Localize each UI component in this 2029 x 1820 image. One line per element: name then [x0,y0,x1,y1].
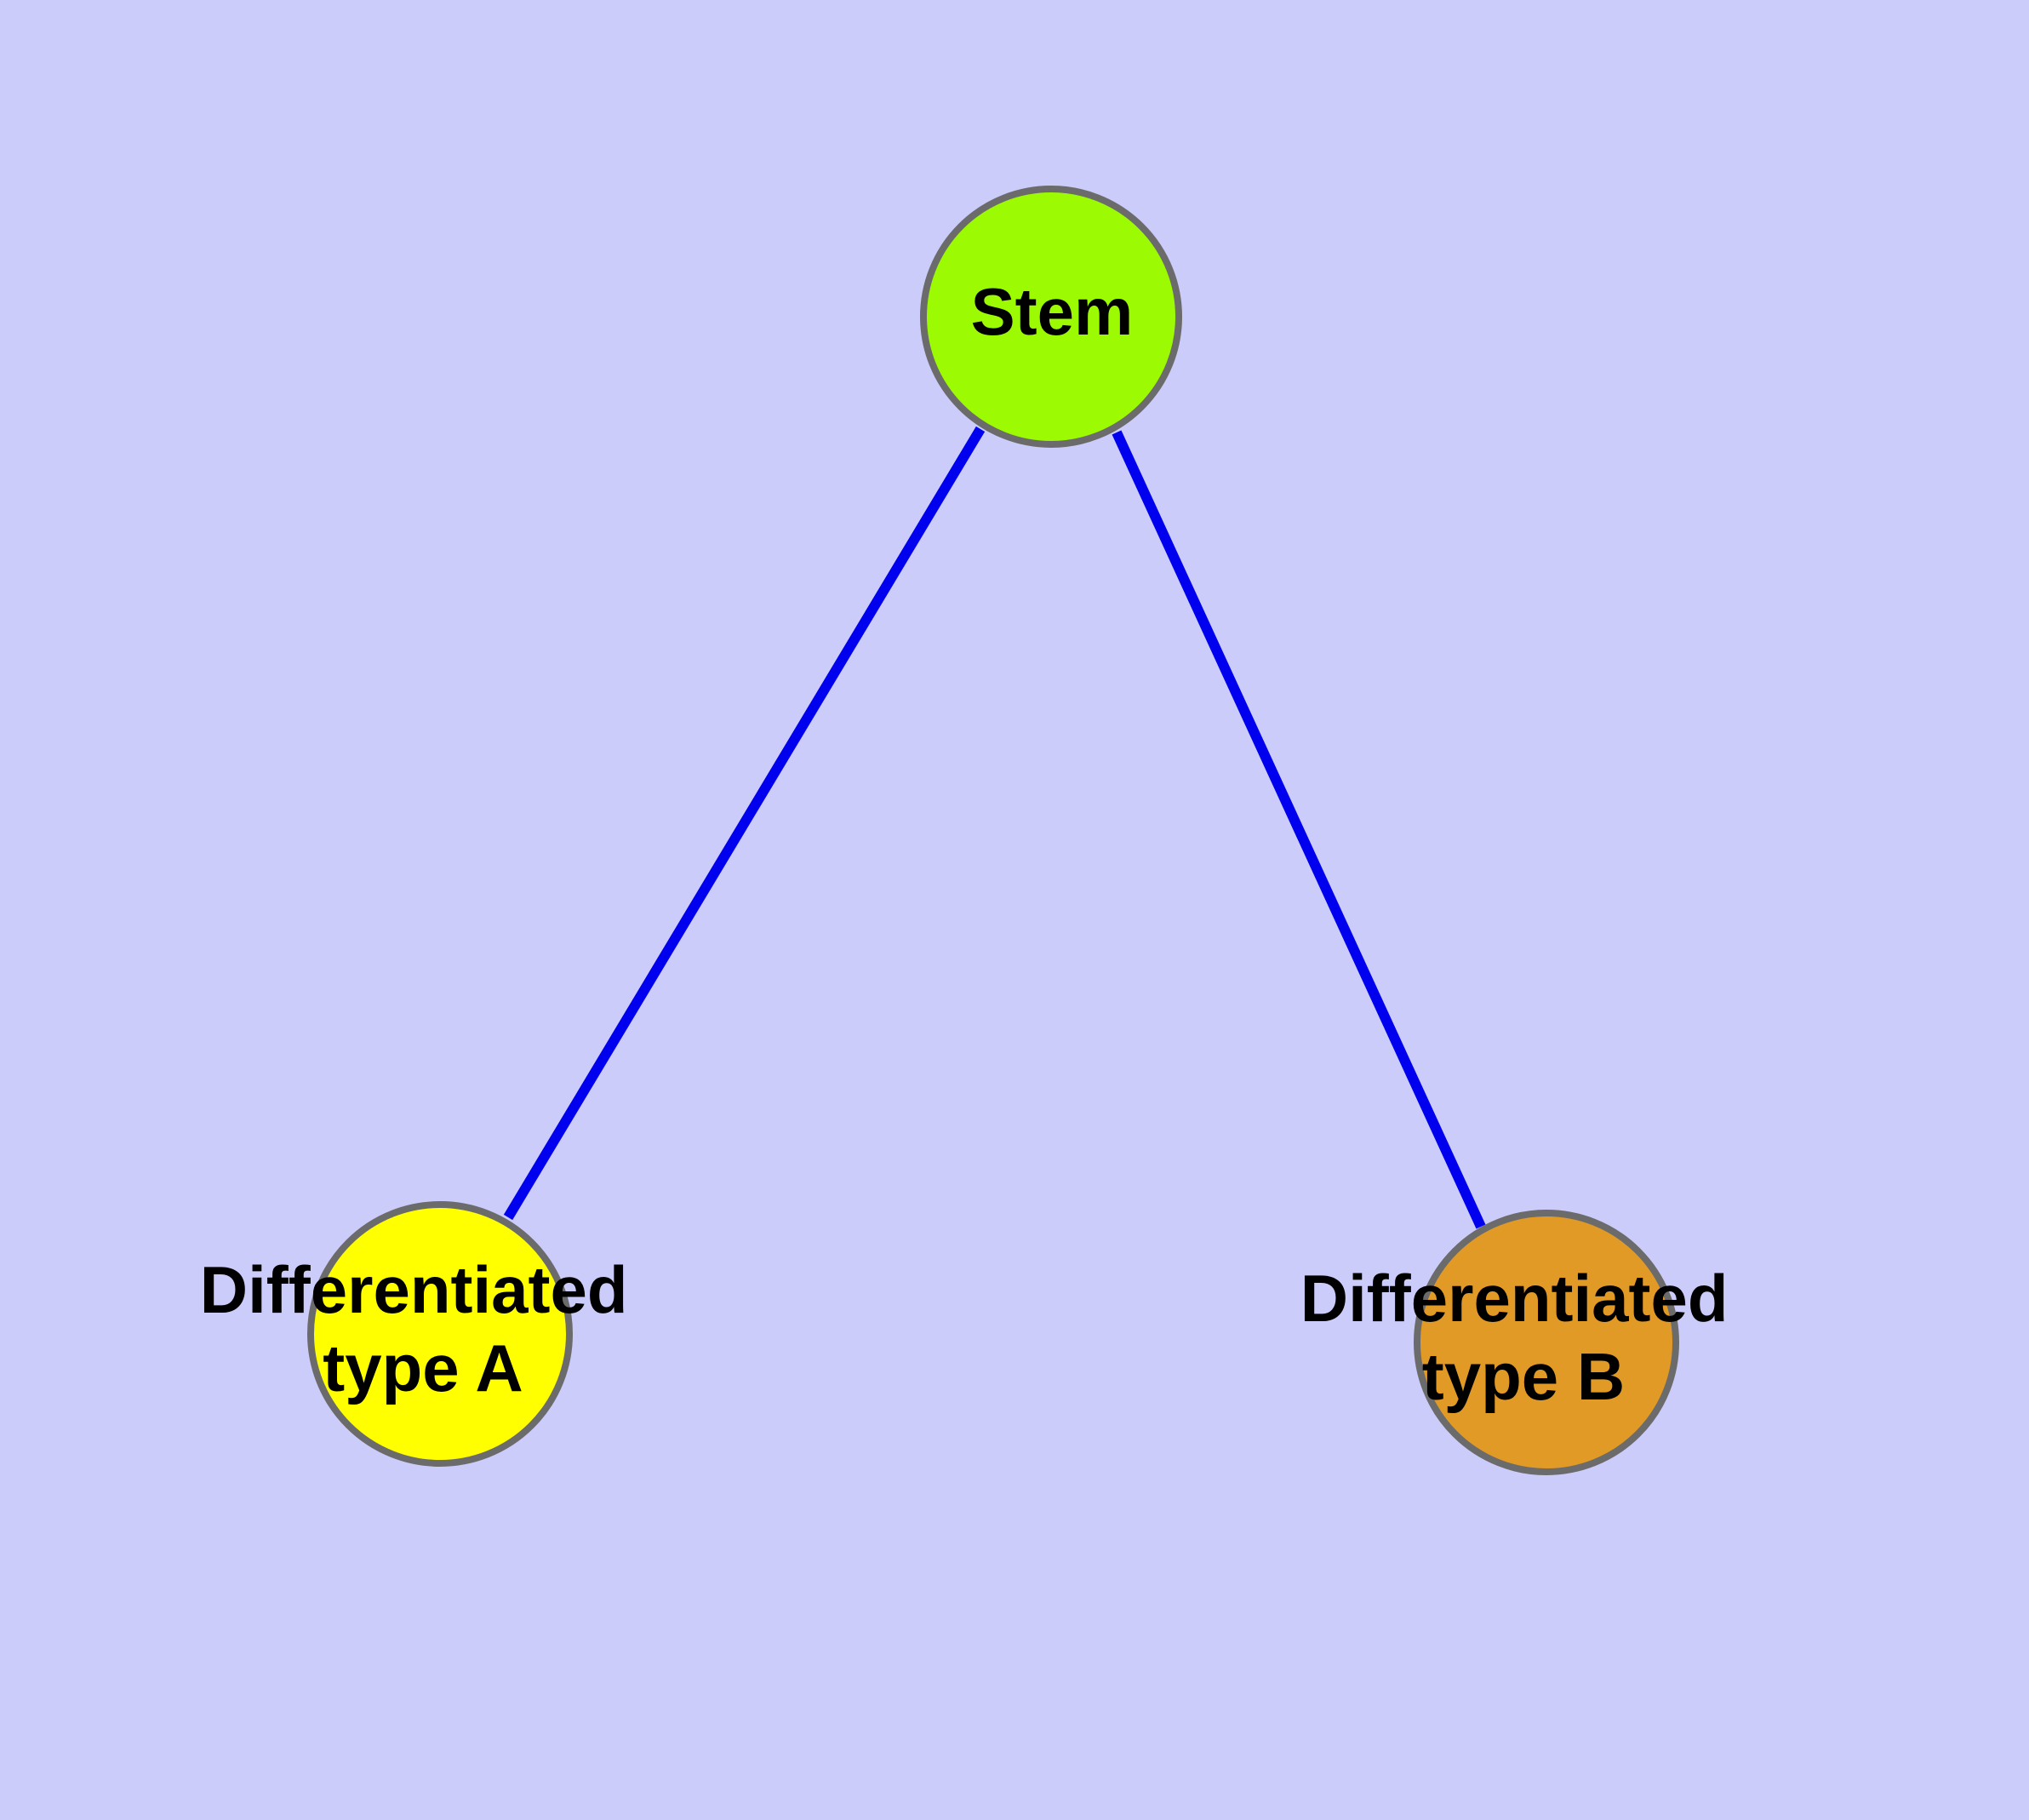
node-diff-b-circle[interactable] [1414,1210,1679,1475]
node-stem-label-line-1: Stem [971,274,1134,349]
node-stem[interactable] [920,186,1182,448]
node-diff-a-label-line-1: Differentiated [200,1252,628,1327]
node-stem-circle[interactable] [920,186,1182,448]
edge-stem-to-diff-a[interactable] [503,426,986,1221]
node-diff-b[interactable] [1414,1210,1679,1475]
edge-stem-to-diff-b[interactable] [1112,430,1486,1229]
node-diff-b-label-line-2: type B [1422,1339,1625,1414]
node-diff-b-label-line-1: Differentiated [1300,1261,1729,1336]
node-diff-b-label: Differentiated type B [1300,1261,1746,1414]
node-stem-label: Stem [971,274,1134,349]
node-diff-a[interactable] [307,1201,573,1467]
node-diff-a-label-line-2: type A [323,1331,523,1405]
node-diff-a-circle[interactable] [307,1201,573,1467]
node-diff-a-label: Differentiated type A [200,1252,646,1405]
